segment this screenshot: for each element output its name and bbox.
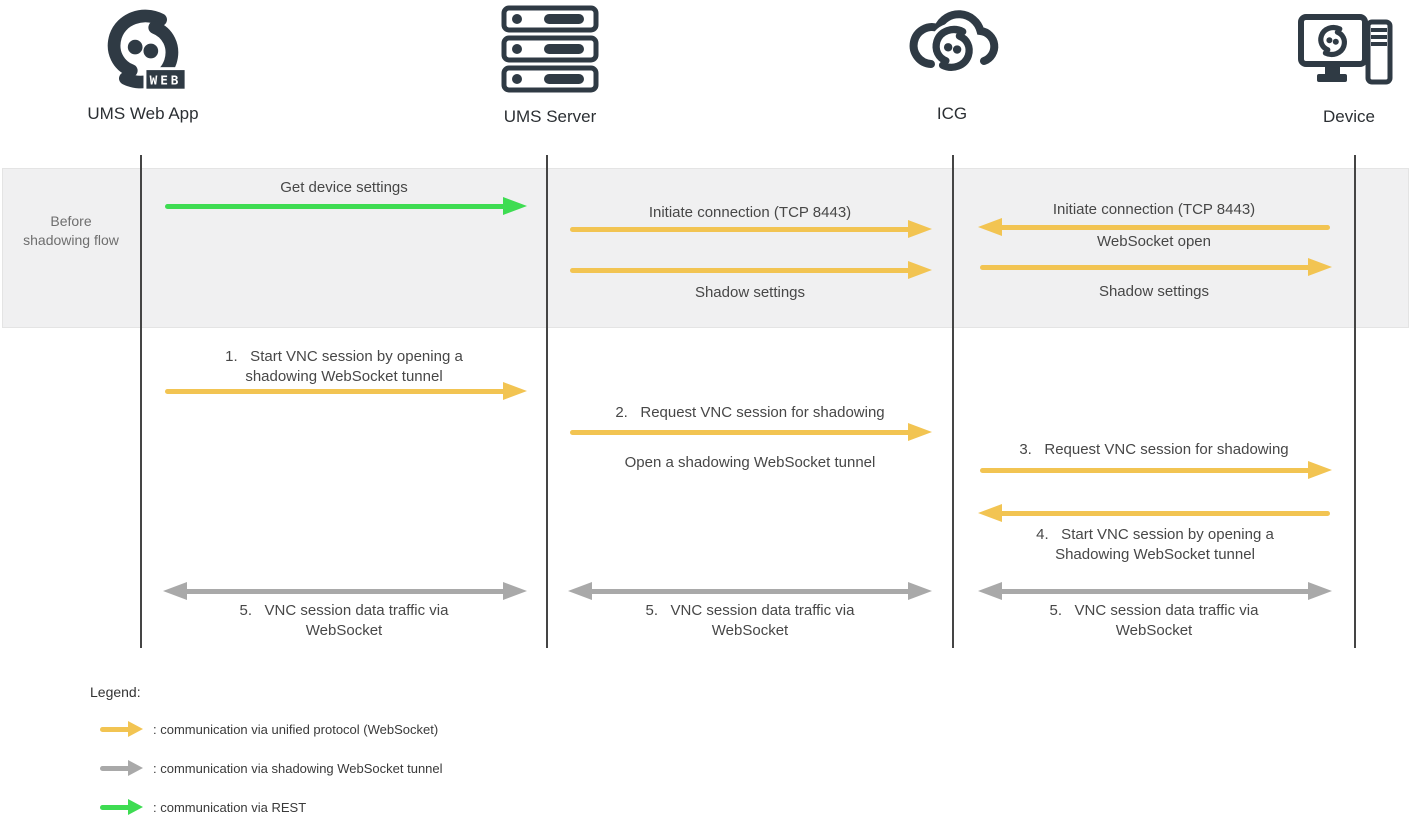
device-monitor-icon [1298, 14, 1393, 85]
lifeline-ums-web-app [140, 155, 142, 648]
message-label-step2-note: Open a shadowing WebSocket tunnel [624, 454, 876, 471]
message-arrow-step5-icg-device [978, 581, 1332, 601]
message-arrow-shadow-settings-icg-device [978, 257, 1332, 277]
cloud-link-icon [909, 10, 999, 94]
message-label-step3: 3. Request VNC session for shadowing [1019, 441, 1289, 458]
server-stack-icon [501, 5, 599, 93]
message-arrow-step1 [163, 381, 527, 401]
legend-label-shadow-tunnel: : communication via shadowing WebSocket … [153, 761, 443, 776]
actor-label-icg: ICG [936, 104, 968, 123]
message-arrow-step2 [568, 422, 932, 442]
actor-label-ums-server: UMS Server [503, 107, 597, 126]
message-arrow-initiate-connection-server-icg [568, 219, 932, 239]
message-arrow-initiate-connection-device-icg [978, 217, 1332, 237]
message-label-step4: 4. Start VNC session by opening a Shadow… [1036, 526, 1278, 563]
lifeline-device [1354, 155, 1356, 648]
actor-label-ums-web-app: UMS Web App [87, 104, 199, 123]
before-shadowing-band [2, 168, 1409, 328]
legend-arrow-rest [98, 798, 143, 816]
legend-title: Legend: [90, 684, 141, 700]
message-arrow-step5-server-icg [568, 581, 932, 601]
ums-web-logo-icon: WEB [95, 4, 188, 92]
message-label-step5-server-icg: 5. VNC session data traffic via WebSocke… [645, 602, 859, 639]
message-arrow-get-device-settings [163, 196, 527, 216]
lifeline-ums-server [546, 155, 548, 648]
lifeline-icg [952, 155, 954, 648]
message-arrow-step5-webapp-server [163, 581, 527, 601]
message-label-get-device-settings: Get device settings [280, 179, 408, 196]
message-label-shadow-settings-icg-device: Shadow settings [1098, 283, 1210, 300]
message-arrow-step3 [978, 460, 1332, 480]
message-label-step1: 1. Start VNC session by opening a shadow… [225, 348, 467, 385]
message-label-step5-icg-device: 5. VNC session data traffic via WebSocke… [1049, 602, 1263, 639]
actor-label-device: Device [1323, 107, 1375, 126]
legend-label-unified-protocol: : communication via unified protocol (We… [153, 722, 439, 737]
legend-label-rest: : communication via REST [153, 800, 307, 815]
message-label-websocket-open: WebSocket open [1097, 233, 1211, 250]
message-label-step5-webapp-server: 5. VNC session data traffic via WebSocke… [239, 602, 453, 639]
message-label-shadow-settings-server-icg: Shadow settings [694, 284, 806, 301]
message-label-step2: 2. Request VNC session for shadowing [615, 404, 885, 421]
legend-arrow-shadow-tunnel [98, 759, 143, 777]
web-badge-label: WEB [150, 72, 182, 87]
message-label-initiate-connection-device-icg: Initiate connection (TCP 8443) [1052, 201, 1256, 218]
message-arrow-shadow-settings-server-icg [568, 260, 932, 280]
before-shadowing-label: Before shadowing flow [23, 213, 119, 248]
message-arrow-step4 [978, 503, 1332, 523]
legend-arrow-unified-protocol [98, 720, 143, 738]
message-label-initiate-connection-server-icg: Initiate connection (TCP 8443) [648, 204, 852, 221]
